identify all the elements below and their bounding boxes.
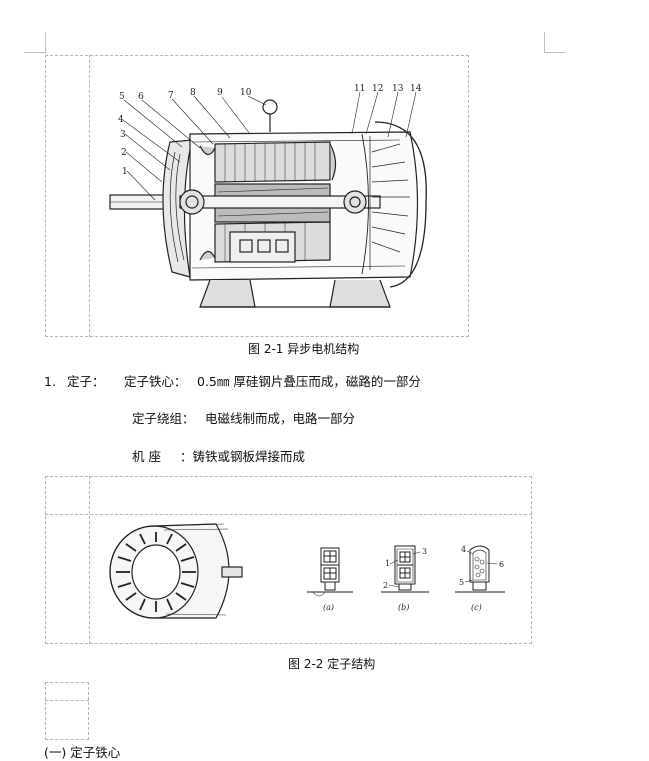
callout-10: 10 bbox=[240, 88, 252, 98]
next-section-heading: (一) 定子铁心 bbox=[44, 745, 121, 760]
figure-1-table-divider bbox=[89, 55, 90, 337]
callout-13: 13 bbox=[392, 84, 404, 94]
bottom-empty-table bbox=[45, 682, 89, 740]
callout-11: 11 bbox=[354, 84, 365, 94]
subfigure-label-a: (a) bbox=[323, 603, 334, 612]
stator-title: 定子： bbox=[67, 374, 105, 389]
callout-2: 2 bbox=[121, 148, 127, 158]
slot-label-3: 3 bbox=[422, 547, 427, 556]
subfigure-label-c: (c) bbox=[471, 603, 482, 612]
stator-core-desc: 0.5㎜ 厚硅钢片叠压而成，磁路的一部分 bbox=[197, 374, 421, 389]
slot-label-5: 5 bbox=[459, 578, 464, 587]
crop-mark-top-left-v bbox=[45, 32, 46, 53]
stator-winding-desc: 电磁线制而成，电路一部分 bbox=[205, 411, 356, 426]
stator-slot-diagrams: 1 2 3 4 6 5 (a) (b) (c) bbox=[307, 545, 505, 612]
crop-mark-top-left-h bbox=[24, 52, 46, 53]
bottom-empty-table-row-divider bbox=[45, 700, 89, 701]
slot-label-6: 6 bbox=[499, 560, 504, 569]
slot-label-4: 4 bbox=[461, 545, 466, 554]
stator-core-illustration bbox=[109, 523, 243, 619]
figure-2-table-divider bbox=[89, 476, 90, 644]
crop-mark-top-right-v bbox=[544, 32, 545, 53]
callout-3: 3 bbox=[120, 130, 126, 140]
callout-4: 4 bbox=[118, 115, 124, 125]
callout-12: 12 bbox=[372, 84, 383, 94]
callout-5: 5 bbox=[119, 92, 125, 102]
subfigure-label-b: (b) bbox=[398, 603, 409, 612]
figure-1-caption: 图 2-1 异步电机结构 bbox=[248, 342, 360, 356]
stator-core-label: 定子铁心： bbox=[124, 374, 187, 389]
slot-label-1: 1 bbox=[385, 559, 390, 568]
stator-frame-desc: ：铸铁或钢板焊接而成 bbox=[180, 449, 306, 464]
slot-label-2: 2 bbox=[383, 581, 388, 590]
figure-2-table-row-divider bbox=[45, 514, 532, 515]
callout-9: 9 bbox=[217, 88, 223, 98]
figure-2-caption: 图 2-2 定子结构 bbox=[288, 657, 376, 671]
callout-8: 8 bbox=[190, 88, 196, 98]
figure-2-table bbox=[45, 476, 532, 644]
figure-1-table bbox=[45, 55, 469, 337]
stator-winding-label: 定子绕组： bbox=[132, 411, 195, 426]
callout-14: 14 bbox=[410, 84, 422, 94]
callout-1: 1 bbox=[122, 167, 128, 177]
callout-7: 7 bbox=[168, 91, 174, 101]
stator-frame-label: 机 座 bbox=[132, 449, 161, 464]
motor-cutaway-illustration: 1 2 3 4 5 6 7 8 9 10 11 12 13 14 bbox=[109, 84, 427, 308]
callout-6: 6 bbox=[138, 92, 144, 102]
stator-item-number: 1. bbox=[44, 374, 56, 389]
crop-mark-top-right-h bbox=[544, 52, 566, 53]
